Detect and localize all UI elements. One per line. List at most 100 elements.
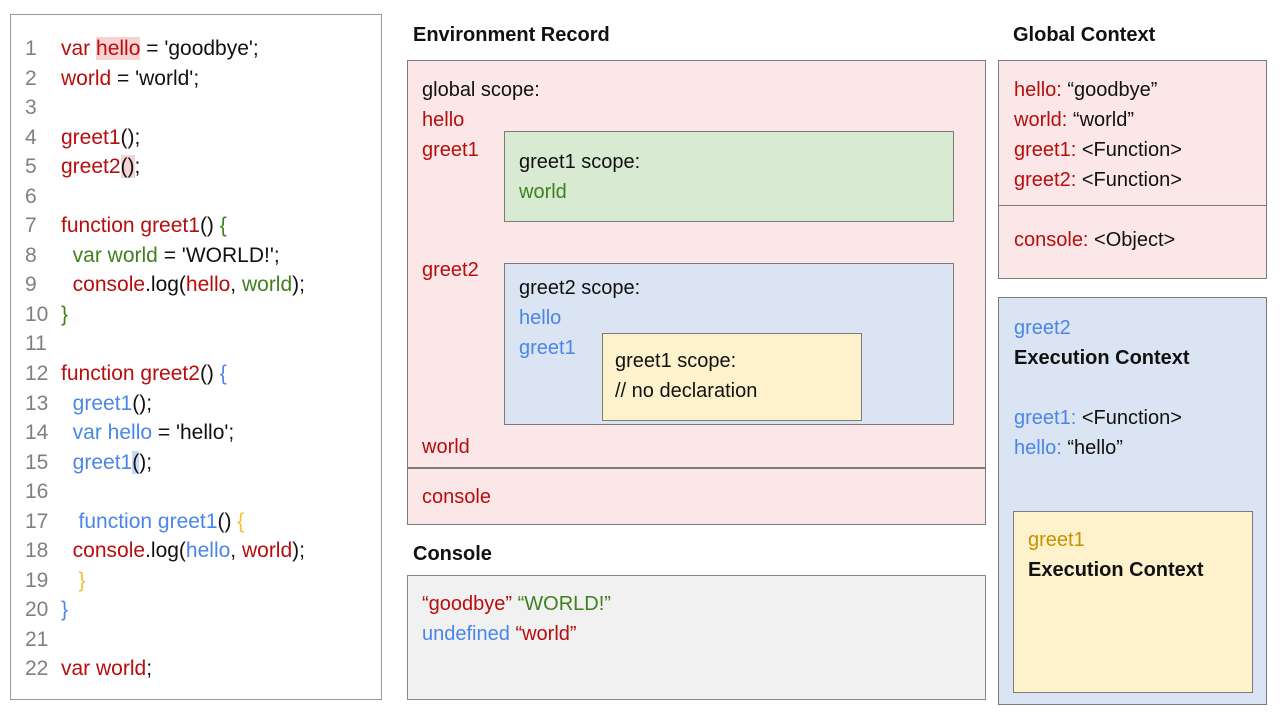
- code-text: function greet1() {: [61, 211, 227, 241]
- code-token: (): [199, 214, 220, 238]
- code-text: var hello = 'hello';: [61, 418, 235, 448]
- line-number: 8: [25, 243, 37, 267]
- code-text: console.log(hello, world);: [61, 270, 305, 300]
- code-line: 16: [11, 477, 381, 507]
- line-number: 17: [25, 509, 49, 533]
- greet2-scope-var-hello: hello: [519, 307, 562, 329]
- code-line: 18 console.log(hello, world);: [11, 536, 381, 566]
- code-token: = 'goodbye';: [140, 37, 259, 60]
- code-token: .log(: [145, 539, 186, 563]
- code-token: “hello”: [1061, 437, 1123, 459]
- code-text: greet1();: [61, 123, 140, 153]
- greet2-scope-var-greet1: greet1: [519, 337, 576, 359]
- code-token: [61, 451, 73, 474]
- code-token: console:: [1014, 229, 1089, 251]
- code-text: }: [61, 300, 68, 330]
- code-token: function greet1: [78, 509, 218, 533]
- line-number: 11: [25, 332, 47, 356]
- code-token: hello: [185, 539, 231, 563]
- inner-greet1-scope-box: greet1 scope: // no declaration: [602, 333, 862, 421]
- line-number: 10: [25, 302, 49, 326]
- code-token: [61, 569, 79, 592]
- code-text: greet1();: [61, 448, 152, 478]
- code-line: 11: [11, 329, 381, 359]
- code-token: <Function>: [1076, 407, 1182, 429]
- code-token: greet1: [72, 391, 133, 415]
- global-scope-var-greet1: greet1: [422, 139, 479, 161]
- line-number: 18: [25, 539, 49, 563]
- line-number: 4: [25, 125, 37, 149]
- code-token: function greet2: [61, 362, 200, 386]
- line-number: 21: [25, 627, 49, 651]
- console-output-box: “goodbye” “WORLD!” undefined “world”: [407, 575, 986, 700]
- code-token: undefined: [422, 623, 510, 645]
- code-token: {: [219, 362, 227, 386]
- environment-record-box: global scope: hello greet1 greet2 world …: [407, 60, 986, 468]
- code-token: world: [241, 273, 293, 297]
- code-token: }: [61, 302, 69, 326]
- code-token: {: [219, 214, 227, 238]
- code-token: (): [217, 509, 238, 533]
- greet1-ec-subtitle: Execution Context: [1028, 559, 1204, 581]
- greet1-scope-box: greet1 scope: world: [504, 131, 954, 222]
- code-token: hello: [96, 37, 141, 60]
- code-token: [61, 273, 73, 296]
- code-line: 17 function greet1() {: [11, 507, 381, 537]
- code-token: world: [61, 66, 112, 90]
- global-context-console-entries: console: <Object>: [1014, 225, 1251, 255]
- code-line: 10}: [11, 300, 381, 330]
- code-text: var world = 'WORLD!';: [61, 241, 280, 271]
- code-token: console: [72, 273, 146, 297]
- greet1-scope-label: greet1 scope:: [519, 151, 641, 173]
- line-number: 2: [25, 66, 37, 90]
- global-scope-label: global scope:: [422, 79, 540, 101]
- environment-record-console-label: console: [422, 485, 491, 508]
- code-line: 2 world = 'world';: [11, 64, 381, 94]
- code-line: 21: [11, 625, 381, 655]
- greet2-execution-context-box: greet2 Execution Context greet1: <Functi…: [998, 297, 1267, 705]
- console-output-line: “goodbye” “WORLD!”: [422, 589, 971, 619]
- code-token: ;: [134, 155, 141, 179]
- line-number: 12: [25, 362, 49, 386]
- global-context-entry: hello: “goodbye”: [1014, 75, 1251, 105]
- code-line: 9 console.log(hello, world);: [11, 270, 381, 300]
- code-line: 6: [11, 182, 381, 212]
- code-token: var world: [72, 243, 158, 267]
- code-token: [61, 244, 73, 267]
- line-number: 20: [25, 598, 49, 622]
- greet1-execution-context-box: greet1 Execution Context: [1013, 511, 1253, 693]
- code-token: greet1:: [1014, 407, 1077, 429]
- greet1-scope-var-world: world: [519, 181, 567, 203]
- code-token: }: [78, 568, 86, 592]
- greet2-ec-name: greet2: [1014, 317, 1071, 339]
- line-number: 19: [25, 568, 49, 592]
- code-token: [61, 392, 73, 415]
- code-token: greet1:: [1014, 139, 1077, 161]
- code-token: [61, 510, 79, 533]
- code-token: function greet1: [61, 214, 200, 238]
- code-token: <Object>: [1088, 229, 1176, 251]
- global-context-box: hello: “goodbye”world: “world”greet1: <F…: [998, 60, 1267, 206]
- code-line: 3: [11, 93, 381, 123]
- code-token: ();: [132, 391, 153, 415]
- code-token: “goodbye”: [1061, 79, 1158, 101]
- code-text: world = 'world';: [61, 64, 199, 94]
- line-number: 22: [25, 657, 49, 681]
- line-number: 6: [25, 184, 37, 208]
- code-token: );: [292, 539, 305, 563]
- code-token: world:: [1014, 109, 1068, 131]
- code-text: var world;: [61, 654, 152, 684]
- environment-record-title: Environment Record: [413, 24, 610, 46]
- code-token: hello: [185, 273, 231, 297]
- console-output-lines: “goodbye” “WORLD!” undefined “world”: [422, 589, 971, 649]
- code-token: {: [237, 509, 245, 533]
- code-token: hello:: [1014, 437, 1062, 459]
- code-token: (): [120, 155, 135, 179]
- code-token: var hello: [72, 421, 153, 445]
- global-context-title: Global Context: [1013, 24, 1156, 46]
- line-number: 16: [25, 480, 49, 504]
- line-number: 13: [25, 391, 49, 415]
- code-token: <Function>: [1076, 139, 1182, 161]
- code-token: “world”: [515, 623, 577, 645]
